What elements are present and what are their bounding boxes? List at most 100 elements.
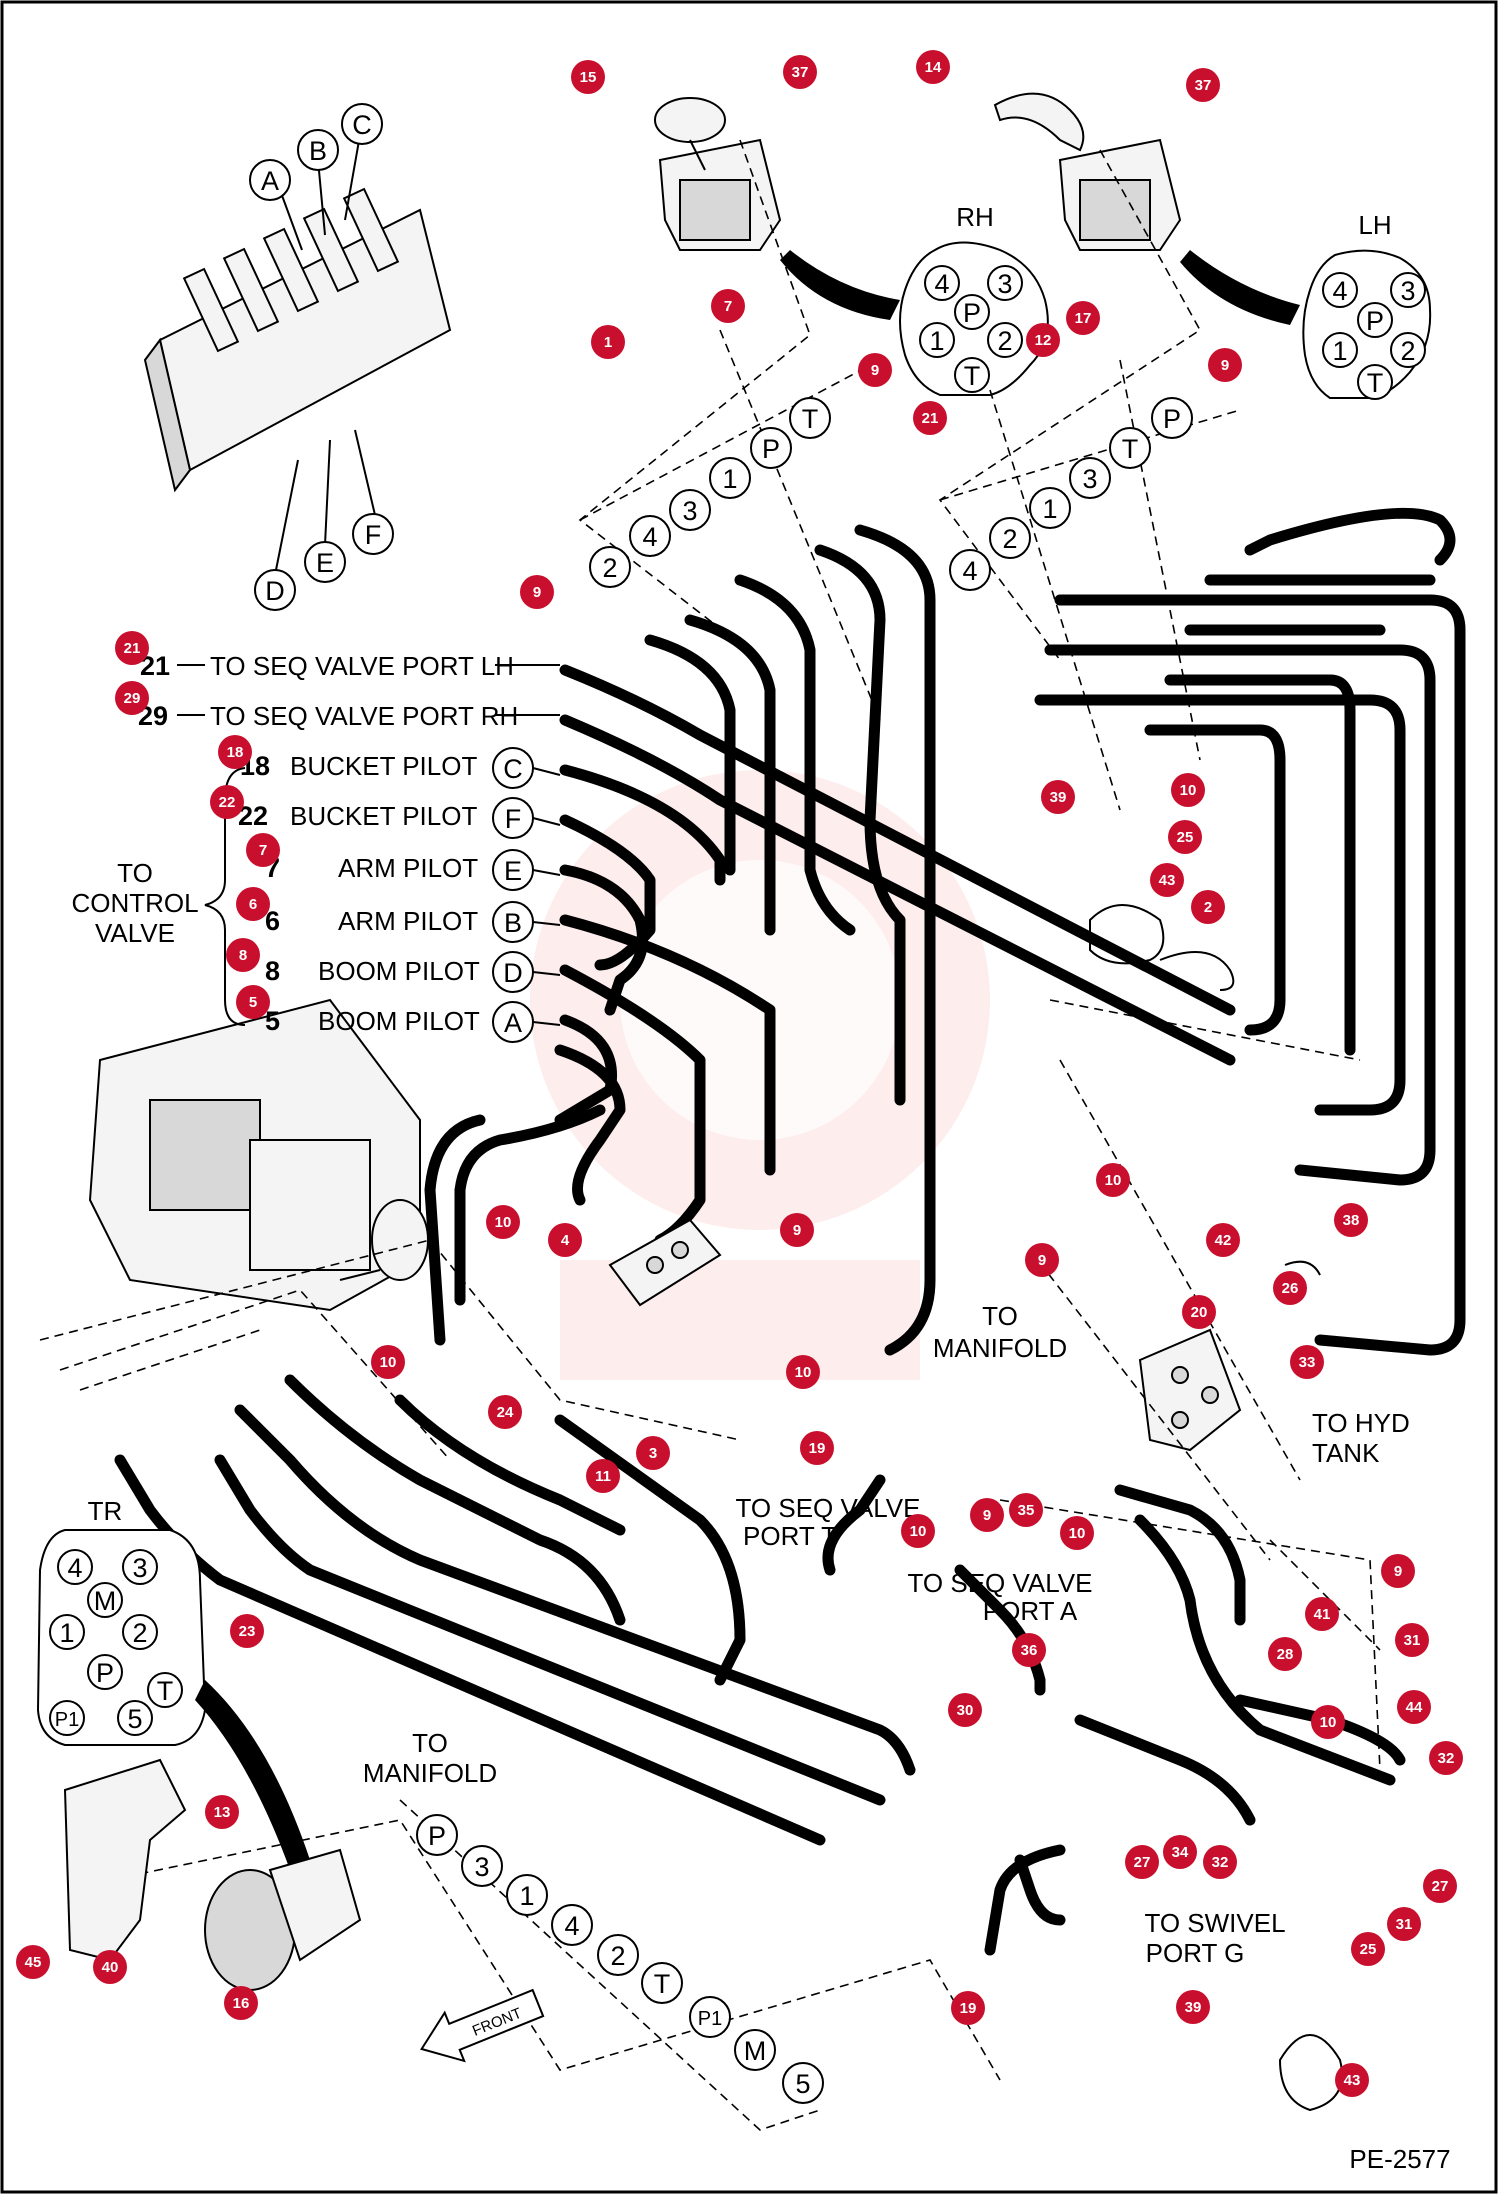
badge-number: 10 [1180, 782, 1197, 799]
badge-circle [246, 833, 280, 867]
badge-circle [916, 50, 950, 84]
badge-number: 9 [871, 362, 879, 379]
badge-circle [780, 1213, 814, 1247]
part-badge-45: 45 [16, 1945, 50, 1979]
part-badge-31: 31 [1395, 1623, 1429, 1657]
badge-circle [1150, 863, 1184, 897]
badge-number: 9 [1394, 1563, 1402, 1580]
callout-port-b: B [504, 908, 522, 938]
travel-tag-4: 4 [564, 1911, 579, 1941]
badge-circle [1351, 1932, 1385, 1966]
badge-number: 9 [1221, 357, 1229, 374]
travel-tag-p1: P1 [698, 2008, 722, 2030]
pilot-hoses [424, 507, 1466, 1356]
part-badge-32: 32 [1203, 1845, 1237, 1879]
part-badge-15: 15 [571, 60, 605, 94]
rh-label: RH [956, 202, 994, 232]
badge-number: 33 [1299, 1354, 1316, 1371]
seq-port-a-line1: TO SEQ VALVE [908, 1568, 1093, 1598]
badge-number: 10 [1320, 1714, 1337, 1731]
badge-circle [1186, 68, 1220, 102]
port-e-marker: E [304, 541, 346, 583]
callout-22-text: BUCKET PILOT [290, 801, 477, 831]
lh-pin-2: 2 [1400, 336, 1415, 366]
badge-circle [1381, 1554, 1415, 1588]
rh-tag-1: 1 [722, 464, 737, 494]
lh-connector-pinout: 4 3 P 1 2 T [1302, 249, 1432, 400]
travel-tag-t: T [654, 1969, 671, 1999]
badge-number: 4 [561, 1232, 570, 1249]
part-badge-27: 27 [1423, 1869, 1457, 1903]
lh-pin-3: 3 [1400, 276, 1415, 306]
badge-circle [1041, 780, 1075, 814]
rh-pin-2: 2 [997, 326, 1012, 356]
to-swivel-line2: PORT G [1146, 1938, 1245, 1968]
callout-port-d: D [503, 958, 523, 988]
tr-label: TR [88, 1496, 123, 1526]
callout-8-number: 8 [265, 956, 280, 986]
badge-circle [1009, 1493, 1043, 1527]
tr-connector-pinout: 4 3 M 1 2 P T P1 5 [36, 1529, 207, 1746]
lh-tag-3: 3 [1082, 464, 1097, 494]
badge-circle [224, 1986, 258, 2020]
part-badge-32: 32 [1429, 1741, 1463, 1775]
badge-circle [230, 1614, 264, 1648]
callout-5-number: 5 [265, 1006, 280, 1036]
part-badge-10: 10 [1311, 1705, 1345, 1739]
port-b-label: B [309, 136, 327, 166]
seq-port-t-line2: PORT T [743, 1521, 837, 1551]
to-swivel-line1: TO SWIVEL [1144, 1908, 1285, 1938]
badge-circle [486, 1205, 520, 1239]
badge-circle [786, 1355, 820, 1389]
badge-circle [1305, 1597, 1339, 1631]
port-c-label: C [352, 110, 372, 140]
badge-number: 9 [1038, 1252, 1046, 1269]
to-manifold-lower-line1: TO [412, 1728, 448, 1758]
to-manifold-upper-line2: MANIFOLD [933, 1333, 1067, 1363]
badge-number: 14 [925, 59, 942, 76]
badge-number: 10 [1069, 1525, 1086, 1542]
badge-number: 25 [1360, 1941, 1377, 1958]
rh-tag-t: T [802, 404, 819, 434]
badge-number: 10 [380, 1354, 397, 1371]
badge-circle [1397, 1690, 1431, 1724]
badge-circle [636, 1436, 670, 1470]
part-badge-39: 39 [1041, 780, 1075, 814]
part-badge-40: 40 [93, 1950, 127, 1984]
badge-circle [1025, 1243, 1059, 1277]
travel-hoses [114, 1374, 1406, 1956]
badge-number: 21 [124, 640, 141, 657]
badge-number: 21 [922, 410, 939, 427]
badge-number: 7 [724, 298, 732, 315]
group-label-line3: VALVE [95, 918, 175, 948]
part-badge-1: 1 [591, 325, 625, 359]
part-badge-6: 6 [236, 887, 270, 921]
part-badge-20: 20 [1182, 1295, 1216, 1329]
badge-circle [115, 681, 149, 715]
badge-number: 27 [1134, 1854, 1151, 1871]
badge-circle [1395, 1623, 1429, 1657]
part-badge-25: 25 [1351, 1932, 1385, 1966]
part-badge-42: 42 [1206, 1223, 1240, 1257]
badge-number: 40 [102, 1959, 119, 1976]
lh-pin-t: T [1367, 368, 1384, 398]
badge-number: 32 [1212, 1854, 1229, 1871]
part-badge-10: 10 [486, 1205, 520, 1239]
part-badge-34: 34 [1163, 1835, 1197, 1869]
badge-number: 23 [239, 1623, 256, 1640]
badge-number: 31 [1404, 1632, 1421, 1649]
travel-tag-m: M [744, 2036, 767, 2066]
badge-number: 11 [595, 1468, 611, 1485]
part-badge-23: 23 [230, 1614, 264, 1648]
tr-pin-p: P [96, 1658, 114, 1688]
tr-pin-t: T [157, 1676, 174, 1706]
badge-number: 6 [249, 896, 257, 913]
part-badge-19: 19 [951, 1991, 985, 2025]
badge-circle [591, 325, 625, 359]
badge-number: 9 [793, 1222, 801, 1239]
port-a-label: A [261, 166, 279, 196]
badge-circle [1176, 1990, 1210, 2024]
badge-circle [951, 1991, 985, 2025]
badge-circle [970, 1498, 1004, 1532]
badge-number: 22 [219, 794, 236, 811]
